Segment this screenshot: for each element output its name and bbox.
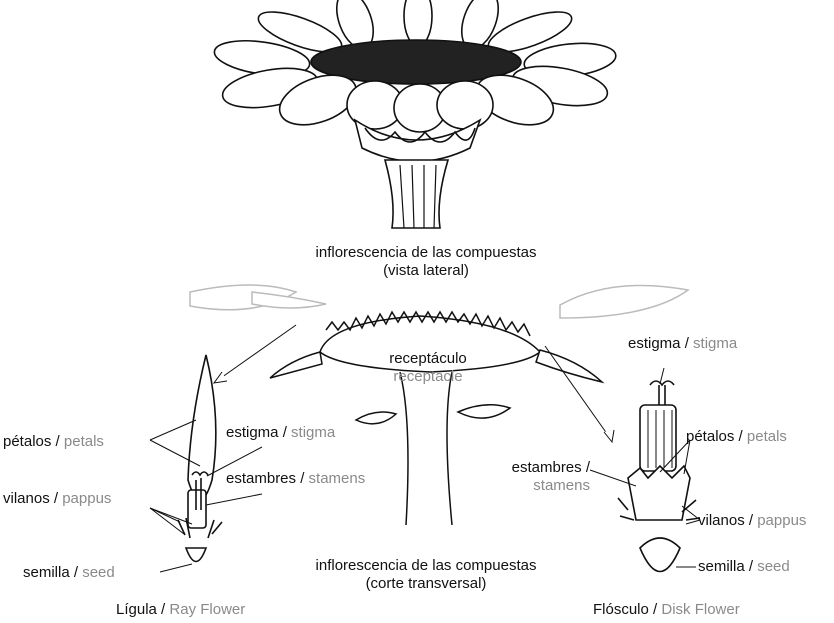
top-caption-line2: (vista lateral) (276, 262, 576, 280)
arrow-to-disk (545, 346, 610, 438)
bottom-caption-line2: (corte transversal) (276, 575, 576, 593)
stem (385, 160, 448, 228)
leaf (458, 405, 510, 418)
cross-section (190, 285, 688, 525)
disk-seed-label: semilla / seed (698, 558, 790, 576)
ray-petal (188, 355, 216, 500)
disk-petals (628, 466, 690, 520)
disk-petals-label: pétalos / petals (686, 428, 787, 446)
top-flower (212, 0, 617, 228)
top-caption-line1: inflorescencia de las compuestas (276, 244, 576, 262)
petal (404, 0, 432, 46)
disk-flower-illustration (618, 381, 700, 572)
receptacle-label-es: receptáculo (368, 350, 488, 368)
receptacle-label: receptáculo receptacle (368, 350, 488, 386)
ray-corolla-tube (188, 490, 206, 528)
stem-left (400, 372, 408, 525)
disk-pappus-label: vilanos / pappus (698, 512, 806, 530)
disk-stamens-label: estambres / stamens (478, 459, 590, 495)
ray-seed (186, 548, 206, 562)
bract (536, 350, 602, 382)
ray-pappus-label: vilanos / pappus (3, 490, 111, 508)
receptacle-label-en: receptacle (368, 368, 488, 386)
ray-flower-title: Lígula / Ray Flower (116, 601, 245, 619)
disk-stigma-label: estigma / stigma (628, 335, 737, 353)
ray-stigma-label: estigma / stigma (226, 424, 335, 442)
petal (437, 81, 493, 129)
disk-seed (640, 538, 680, 572)
bottom-caption: inflorescencia de las compuestas (corte … (276, 557, 576, 593)
disk-flower-title: Flósculo / Disk Flower (593, 601, 740, 619)
leaf (356, 412, 396, 424)
bottom-caption-line1: inflorescencia de las compuestas (276, 557, 576, 575)
ray-petals-label: pétalos / petals (3, 433, 104, 451)
disk-stigma (650, 381, 674, 385)
faded-petal-right (560, 285, 688, 318)
bract (270, 352, 322, 378)
top-caption: inflorescencia de las compuestas (vista … (276, 244, 576, 280)
ray-seed-label: semilla / seed (23, 564, 115, 582)
stem-right (447, 372, 452, 525)
ray-stamens-label: estambres / stamens (226, 470, 365, 488)
